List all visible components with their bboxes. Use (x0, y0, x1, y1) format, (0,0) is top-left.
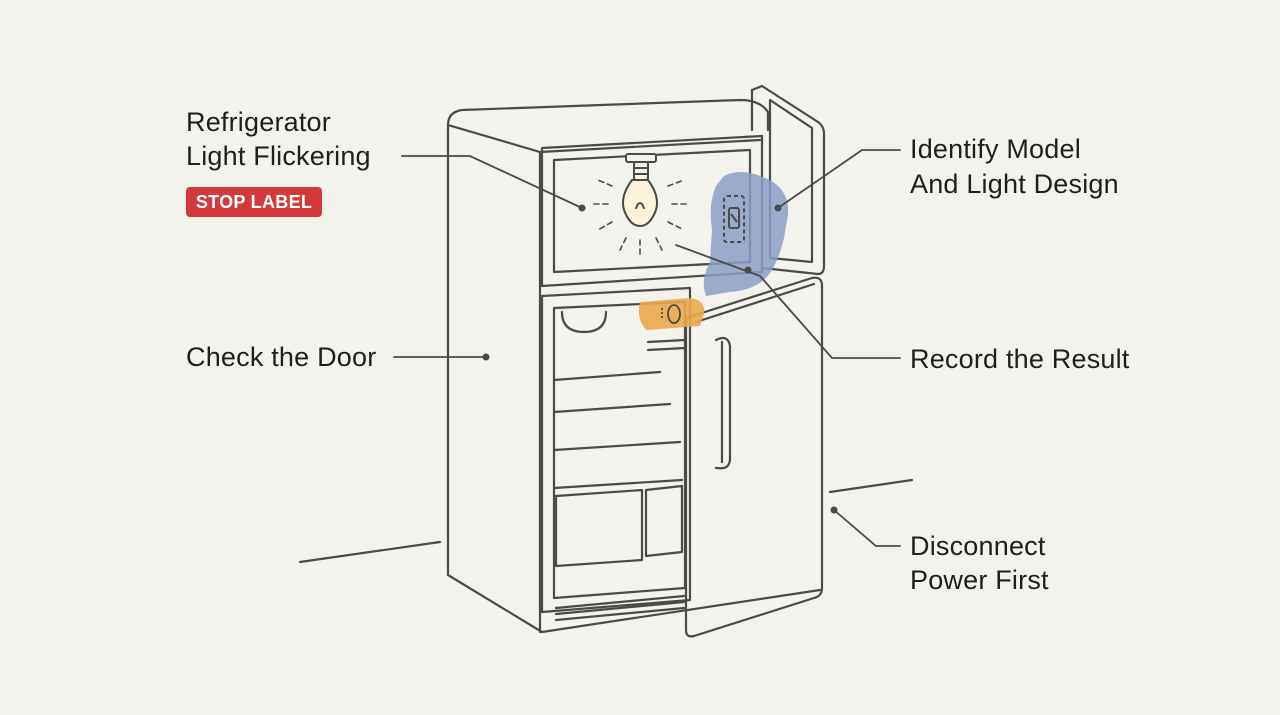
leader-dot-title (578, 204, 586, 212)
record-result-label: Record the Result (910, 344, 1130, 374)
door-switch-highlight (703, 172, 789, 296)
thermostat-dial-icon (661, 304, 681, 324)
identify-label-line-2: And Light Design (910, 169, 1119, 199)
leader-dot-disconnect (830, 506, 838, 514)
floor-line-left (298, 540, 442, 564)
disconnect-label-line-1: Disconnect (910, 531, 1046, 561)
leader-dot-record (744, 266, 752, 274)
door-handle (714, 336, 732, 470)
thermostat-highlight (638, 298, 705, 330)
leader-line-disconnect (833, 509, 901, 547)
title-line-2: Light Flickering (186, 141, 371, 171)
identify-label-line-1: Identify Model (910, 134, 1081, 164)
check-door-label: Check the Door (186, 342, 377, 372)
door-switch-icon (723, 195, 745, 243)
fridge-door (684, 276, 824, 638)
leader-line-record (675, 244, 901, 359)
stop-label-badge: STOP LABEL (186, 187, 322, 217)
leader-dot-identify (774, 204, 782, 212)
leader-dot-check-door (482, 353, 490, 361)
title-line-1: Refrigerator (186, 107, 331, 137)
floor-line-right (828, 478, 914, 494)
light-bulb-icon (591, 153, 689, 255)
disconnect-label-line-2: Power First (910, 565, 1049, 595)
leader-line-identify (777, 149, 901, 209)
leader-line-title (401, 155, 583, 209)
